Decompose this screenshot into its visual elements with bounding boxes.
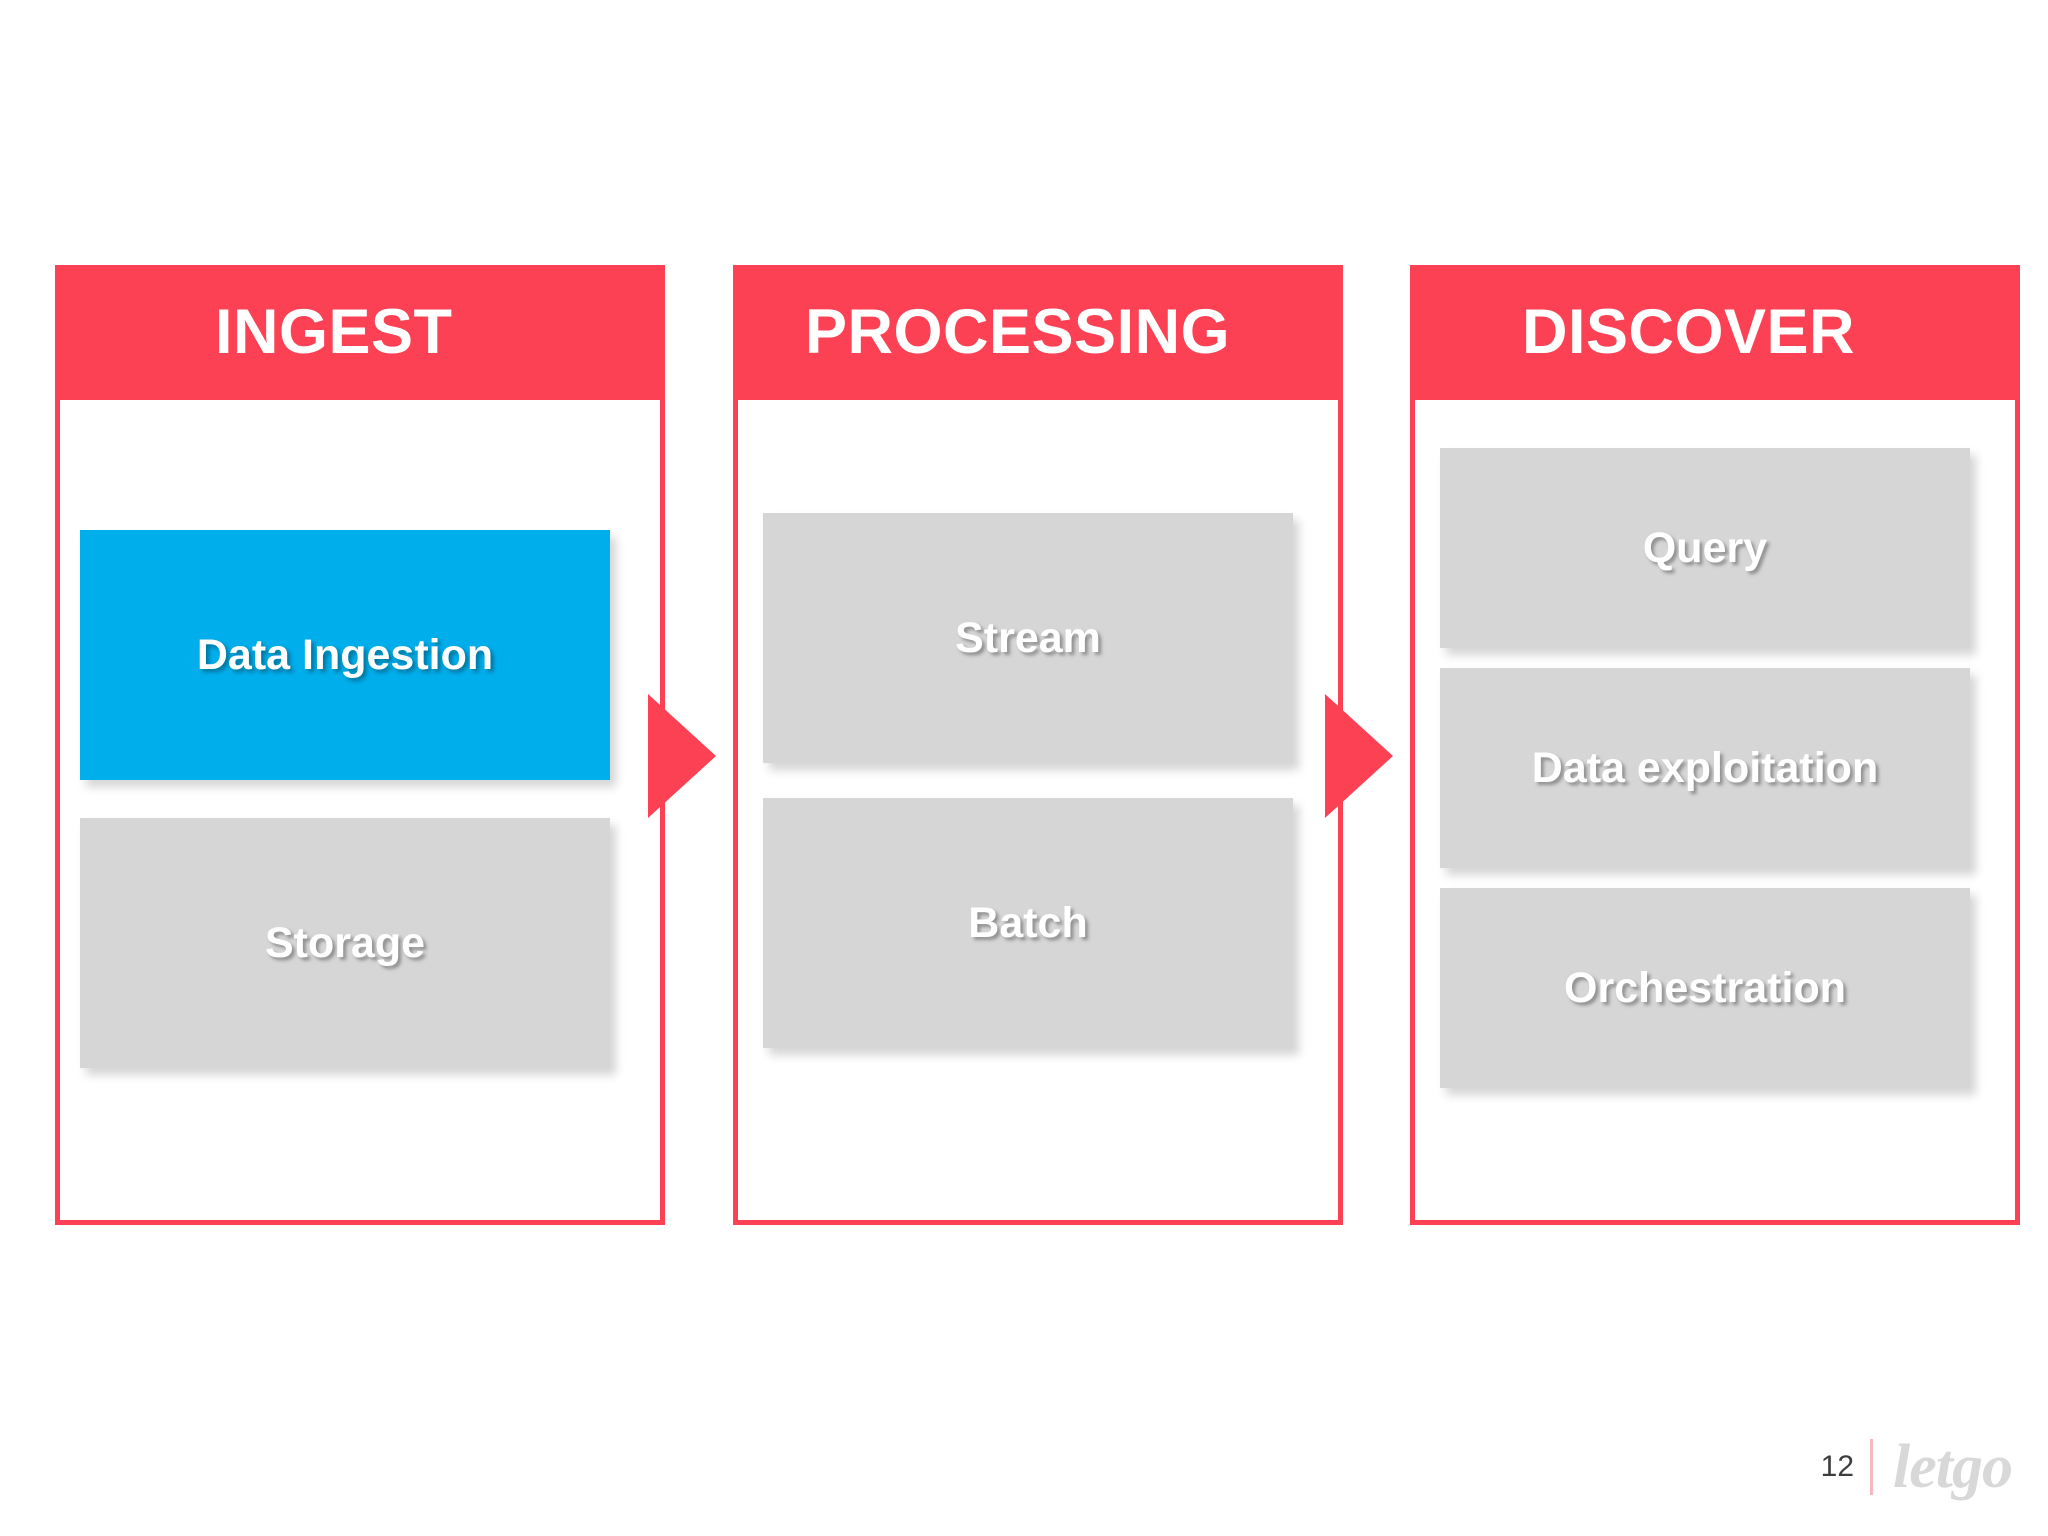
stage-box-label: Data Ingestion (196, 630, 494, 679)
stage-box-label: Data exploitation (1531, 743, 1879, 792)
stage-title-ingest: INGEST (215, 297, 453, 367)
slide-footer: 12 letgo (1820, 1433, 2013, 1501)
stage-box-label: Batch (968, 898, 1088, 947)
stage-box-label: Query (1642, 523, 1768, 572)
stage-box-query[interactable]: Query (1440, 448, 1970, 648)
stage-box-orchestration[interactable]: Orchestration (1440, 888, 1970, 1088)
footer-divider (1870, 1439, 1874, 1495)
stage-column-discover: DISCOVER Query Data exploitation Orchest… (1410, 265, 2020, 1225)
page-number: 12 (1820, 1450, 1855, 1483)
arrow-right-icon (648, 694, 716, 818)
arrow-right-icon (1325, 694, 1393, 818)
stage-column-ingest: INGEST Data Ingestion Storage (55, 265, 665, 1225)
stage-box-label: Storage (264, 918, 426, 967)
stage-header-ingest: INGEST (55, 265, 665, 400)
stage-header-discover: DISCOVER (1410, 265, 2020, 400)
stage-title-discover: DISCOVER (1522, 297, 1856, 367)
stage-box-stream[interactable]: Stream (763, 513, 1293, 763)
letgo-logo: letgo (1893, 1433, 2013, 1501)
stage-column-processing: PROCESSING Stream Batch (733, 265, 1343, 1225)
stage-body-discover: Query Data exploitation Orchestration (1415, 400, 2015, 1220)
stage-body-ingest: Data Ingestion Storage (60, 400, 660, 1220)
stage-box-storage[interactable]: Storage (80, 818, 610, 1068)
stage-box-data-ingestion[interactable]: Data Ingestion (80, 530, 610, 780)
stage-title-processing: PROCESSING (805, 297, 1231, 367)
stage-header-processing: PROCESSING (733, 265, 1343, 400)
stage-body-processing: Stream Batch (738, 400, 1338, 1220)
stage-box-label: Stream (955, 613, 1101, 662)
stage-box-data-exploitation[interactable]: Data exploitation (1440, 668, 1970, 868)
stage-box-label: Orchestration (1564, 963, 1846, 1012)
stage-box-batch[interactable]: Batch (763, 798, 1293, 1048)
